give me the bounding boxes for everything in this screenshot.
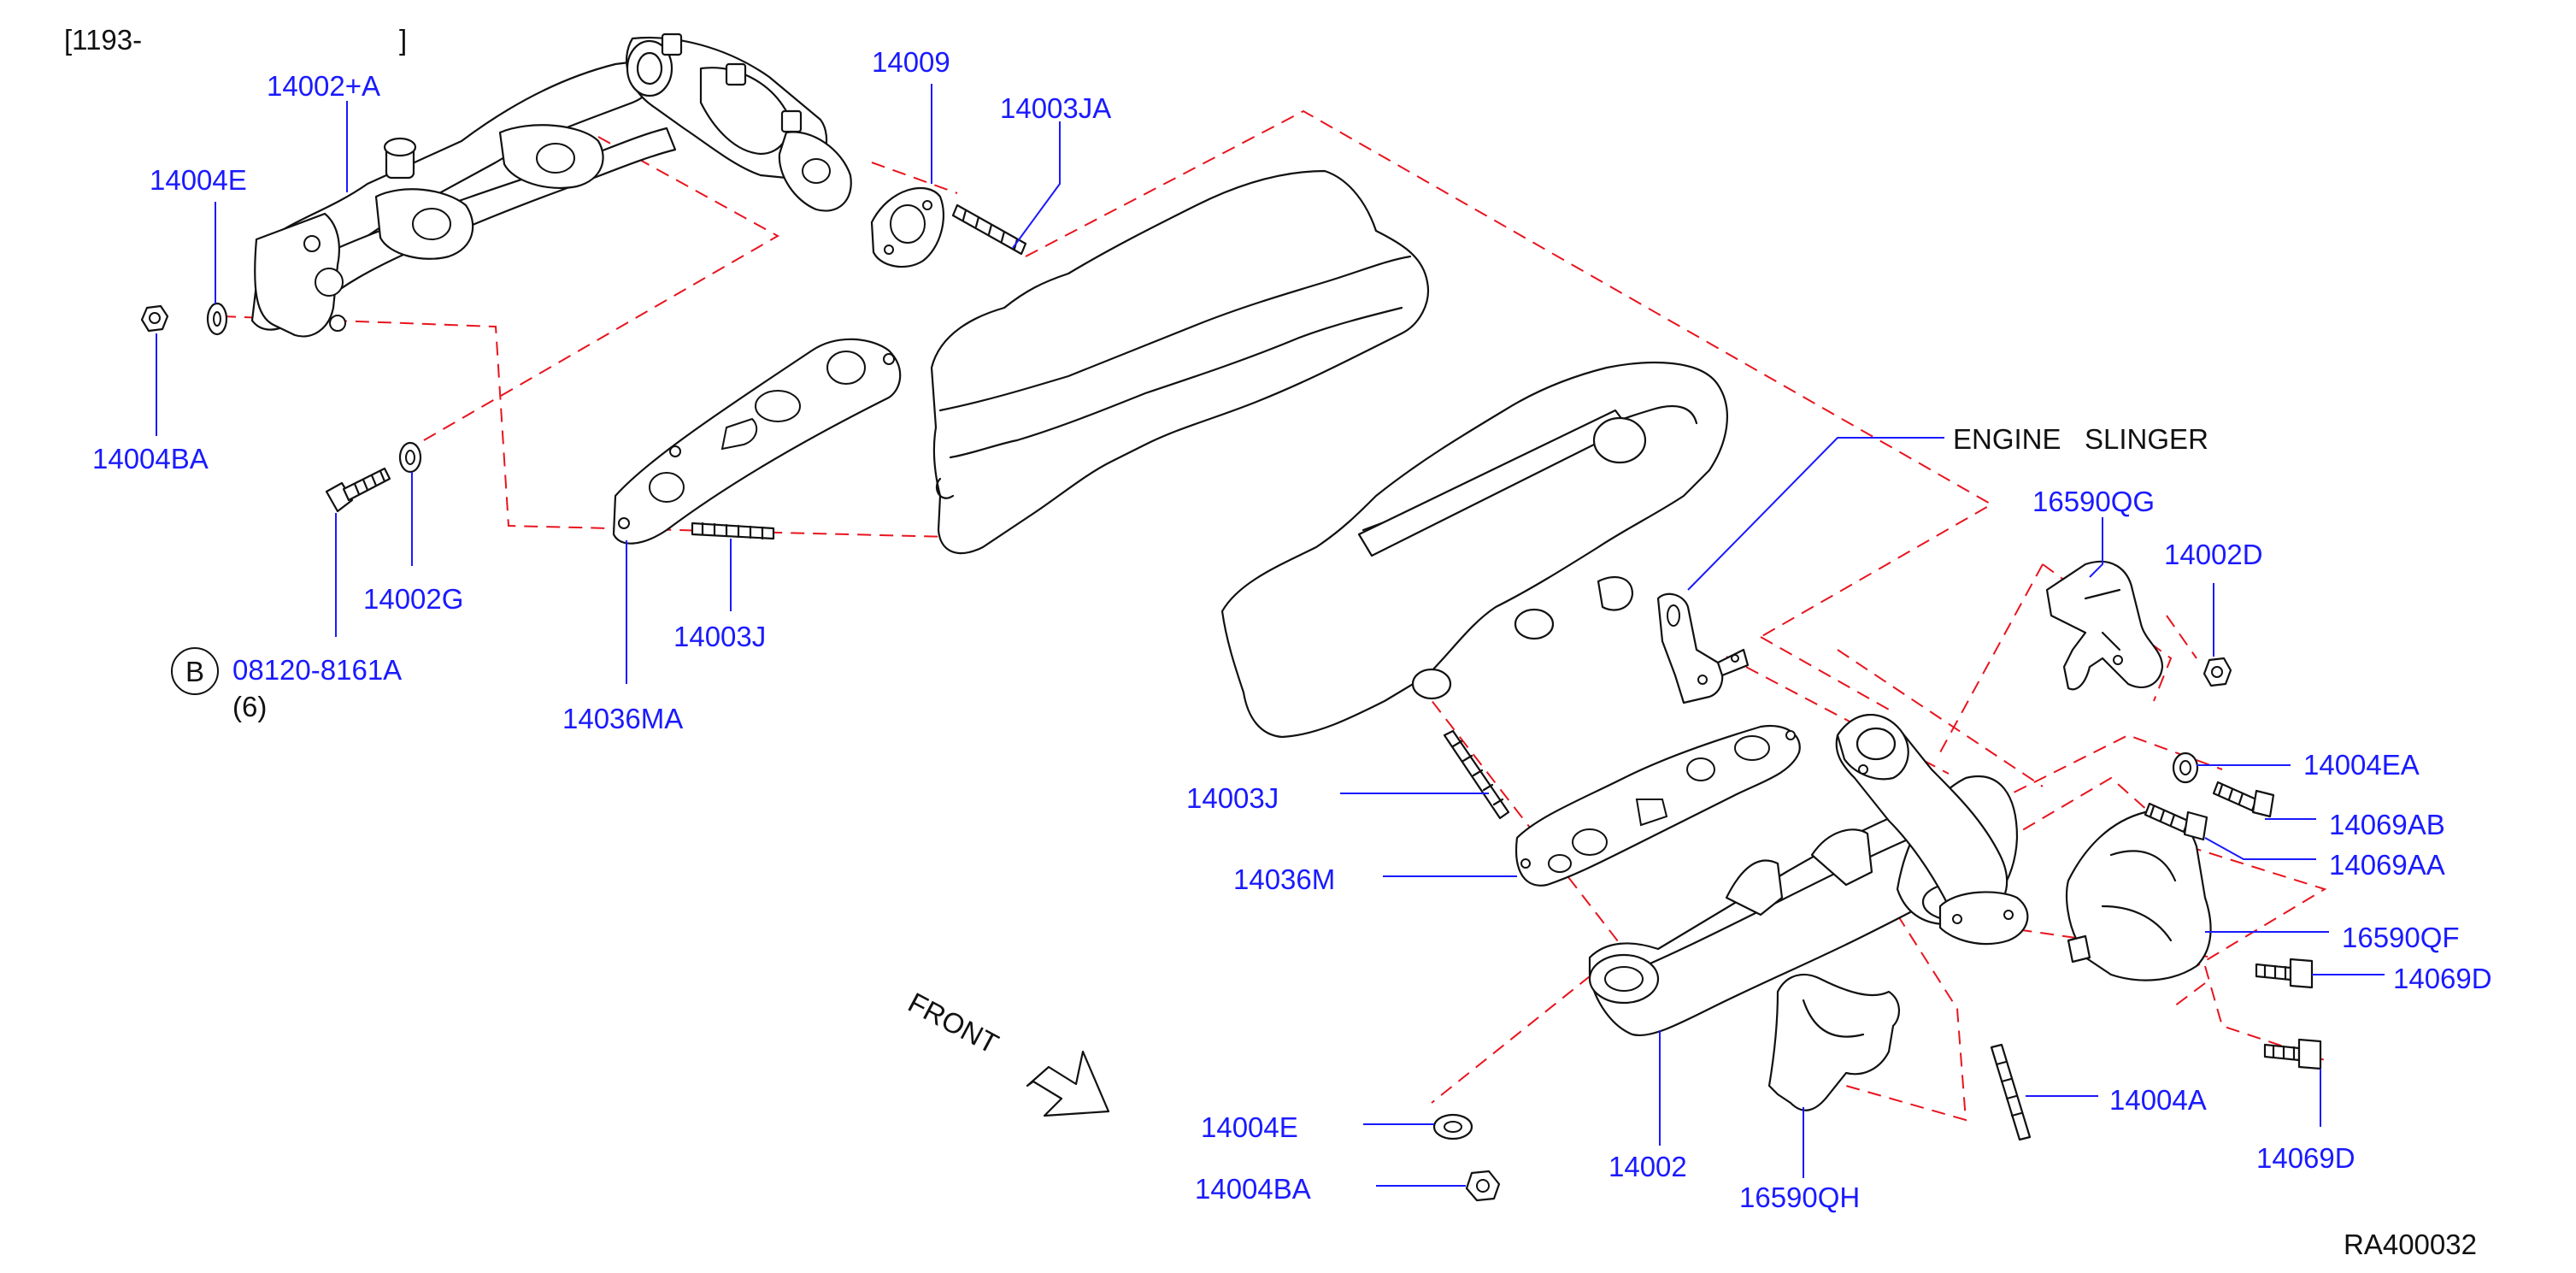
bolt-08120-8161A [325,467,391,513]
bolt-callout-group[interactable]: B 08120-8161A (6) [171,647,402,722]
washer-14002G [398,441,422,474]
washer-14004E-bottom [1432,1113,1473,1140]
washer-14004EA [2172,751,2199,784]
engine-slinger-bracket [1656,592,1750,704]
callout-14009[interactable]: 14009 [872,46,950,78]
date-code-close: ] [399,24,407,56]
heat-shield-16590QF [2065,810,2212,981]
front-label: FRONT [903,987,1004,1060]
left-exhaust-manifold-14002A [250,32,852,338]
callout-14002D[interactable]: 14002D [2164,539,2263,570]
callout-bolt-qty: (6) [232,691,267,722]
callout-14004E-top[interactable]: 14004E [150,164,247,196]
callout-14036MA[interactable]: 14036MA [562,703,683,734]
callout-16590QF[interactable]: 16590QF [2342,922,2460,953]
stud-14004A [1990,1043,2032,1141]
callout-14036M[interactable]: 14036M [1233,863,1335,895]
gasket-14036MA [612,338,902,545]
nut-14002D [2203,657,2232,687]
callout-labels: 14002+A 14004E 14004BA 14009 14003JA 140… [92,46,2492,1213]
callout-08120-8161A[interactable]: 08120-8161A [232,654,402,686]
heat-shield-16590QG [2045,560,2164,691]
callout-14003J-mid[interactable]: 14003J [1186,782,1279,814]
nut-14004BA-bottom [1465,1170,1501,1202]
diagram-reference-id: RA400032 [2344,1229,2477,1260]
callout-14004E-bottom[interactable]: 14004E [1201,1111,1298,1143]
callout-14004EA[interactable]: 14004EA [2303,749,2420,781]
callout-14002[interactable]: 14002 [1609,1151,1687,1182]
nut-14004BA-top [140,304,169,333]
bolt-14069D-lower [2263,1038,2322,1070]
callout-14004BA-bottom[interactable]: 14004BA [1195,1173,1311,1205]
gasket-14036M [1514,724,1801,887]
callout-16590QG[interactable]: 16590QG [2032,486,2155,517]
callout-engine-slinger[interactable]: ENGINE SLINGER [1953,423,2208,455]
bolt-14069D-upper [2255,958,2314,989]
cylinder-head-lower [1220,361,1728,739]
callout-14069D-upper[interactable]: 14069D [2393,963,2492,994]
stud-14003JA [951,203,1027,256]
heat-shield-16590QH [1767,973,1900,1111]
washer-14004E-top [206,302,228,336]
date-code: [1193- [64,24,142,56]
callout-leader-lines [156,84,2385,1187]
bolt-14069AB [2212,781,2275,818]
bolt-badge-letter: B [185,656,204,687]
front-direction-arrow: FRONT [903,987,1110,1117]
exhaust-outlet-flange [1835,714,2029,946]
callout-14003JA[interactable]: 14003JA [1000,92,1111,124]
callout-14069AA[interactable]: 14069AA [2329,849,2445,881]
stud-14003J-top [691,522,775,540]
stud-14003J-mid [1443,729,1510,820]
callout-14003J-top[interactable]: 14003J [673,621,766,652]
cylinder-head-upper [930,169,1430,555]
callout-14004A[interactable]: 14004A [2109,1084,2207,1116]
callout-14002-A[interactable]: 14002+A [267,70,380,102]
callout-16590QH[interactable]: 16590QH [1739,1182,1860,1213]
callout-14069D-lower[interactable]: 14069D [2256,1142,2355,1174]
bolt-badge-circle [171,647,219,695]
callout-14002G[interactable]: 14002G [363,583,463,615]
gasket-14009 [870,186,944,268]
callout-14069AB[interactable]: 14069AB [2329,809,2445,840]
bolt-14069AA [2144,802,2208,841]
callout-14004BA-top[interactable]: 14004BA [92,443,209,474]
